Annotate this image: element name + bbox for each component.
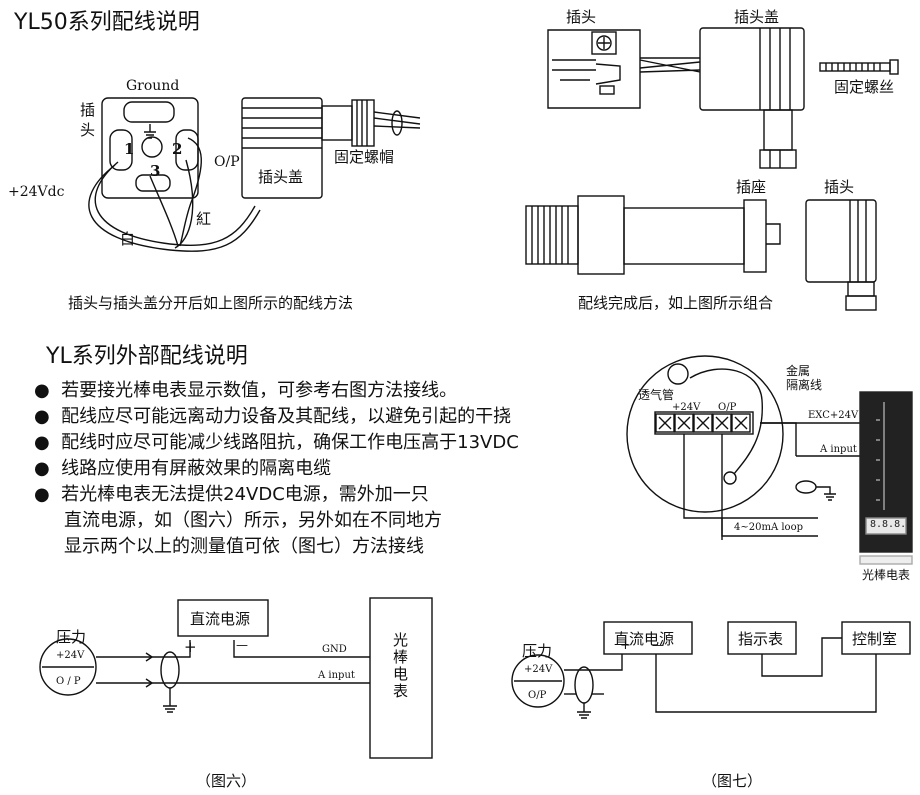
assembly-plug-label: 插头 — [566, 8, 597, 26]
fixing-screw-drawing — [819, 59, 899, 75]
meter-label: 光棒电表 — [862, 568, 911, 582]
plug-cover-drawing — [241, 97, 421, 199]
fig7-caption: （图七） — [702, 772, 763, 790]
fig6-pressure-label: 压力 — [56, 628, 87, 646]
assembly-cover-drawing — [699, 27, 805, 169]
exc-label: EXC+24V — [808, 410, 859, 421]
assembly-plug2-label: 插头 — [824, 178, 855, 196]
bullet-list: ● 若要接光棒电表显示数值，可参考右图方法接线。 ● 配线应尽可能远离动力设备及… — [34, 378, 519, 560]
assembly-caption: 配线完成后，如上图所示组合 — [578, 294, 774, 312]
fig6-plus-label: + — [184, 638, 197, 656]
plug-cover-label: 插头盖 — [258, 168, 304, 186]
fig7-plus24-label: +24V — [524, 664, 553, 675]
main-title: YL50系列配线说明 — [14, 10, 200, 35]
assembly-cover-label: 插头盖 — [734, 8, 780, 26]
gauge-plus24-label: +24V — [672, 402, 701, 413]
fig6-psu-label: 直流电源 — [190, 610, 251, 628]
gauge-op-label: O/P — [718, 402, 737, 413]
red-wire-label: 紅 — [196, 210, 212, 228]
meter-display: 8.8.8.8 — [870, 519, 913, 530]
meter-bar-detail — [876, 402, 885, 510]
list-item: ● 若光棒电表无法提供24VDC电源，需外加一只 — [34, 484, 429, 505]
shield-wire-label: 隔离线 — [786, 378, 823, 392]
gauge-ainput-label: A input — [820, 444, 857, 455]
white-wire-label: 白 — [120, 230, 136, 248]
gauge-wiring-drawing — [626, 355, 913, 565]
vent-tube-label: 透气管 — [638, 388, 675, 402]
fig6-ainput-label: A input — [318, 670, 355, 681]
pin1-label: 1 — [124, 140, 135, 158]
plug-face-drawing — [101, 97, 199, 199]
list-item: ● 配线应尽可能远离动力设备及其配线，以避免引起的干挠 — [34, 406, 512, 427]
plus24vdc-label: +24Vdc — [8, 184, 65, 200]
assembled-plug-drawing — [805, 199, 877, 311]
fig7-minus-label: — — [652, 638, 664, 652]
external-title: YL系列外部配线说明 — [46, 344, 248, 369]
fig6-op-label: O / P — [56, 676, 81, 687]
list-item: ● 若要接光棒电表显示数值，可参考右图方法接线。 — [34, 380, 458, 401]
metal-label: 金属 — [786, 364, 811, 378]
fig6-minus-label: — — [236, 638, 248, 652]
list-item-cont: 直流电源，如（图六）所示，另外如在不同地方 — [64, 510, 442, 531]
fig6-gnd-label: GND — [322, 644, 347, 655]
fig6-plus24-label: +24V — [56, 650, 85, 661]
list-item-cont: 显示两个以上的测量值可依（图七）方法接线 — [64, 536, 424, 557]
fig7-op-label: O/P — [528, 690, 547, 701]
fixing-screw-label: 固定螺丝 — [834, 78, 895, 96]
fixing-nut-label: 固定螺帽 — [334, 148, 395, 166]
fig7-control-label: 控制室 — [852, 630, 898, 648]
assembly-plug-drawing — [547, 29, 701, 109]
fig6-wiring-drawing — [39, 597, 433, 759]
pin3-label: 3 — [150, 162, 161, 180]
list-item: ● 配线时应尽可能减少线路阻抗，确保工作电压高于13VDC — [34, 432, 519, 453]
fig7-indicator-label: 指示表 — [738, 630, 784, 648]
fig7-plus-label: + — [620, 638, 631, 653]
fig7-pressure-label: 压力 — [522, 642, 553, 660]
fig6-meter-label: 光棒电表 — [391, 632, 409, 700]
list-item: ● 线路应使用有屏蔽效果的隔离电缆 — [34, 458, 332, 479]
plug-wires-drawing — [88, 137, 261, 252]
fig7-psu-label: 直流电源 — [614, 630, 675, 648]
assembled-sensor-drawing — [525, 195, 781, 275]
fig7-wiring-drawing — [511, 621, 911, 719]
socket-label: 插座 — [736, 178, 767, 196]
loop-label: 4~20mA loop — [734, 522, 803, 533]
fig6-caption: （图六） — [196, 772, 257, 790]
pin2-label: 2 — [172, 140, 183, 158]
plug-label: 插头 — [80, 101, 96, 139]
wiring-caption: 插头与插头盖分开后如上图所示的配线方法 — [68, 294, 354, 312]
op-label: O/P — [214, 154, 240, 170]
ground-label: Ground — [126, 78, 180, 94]
